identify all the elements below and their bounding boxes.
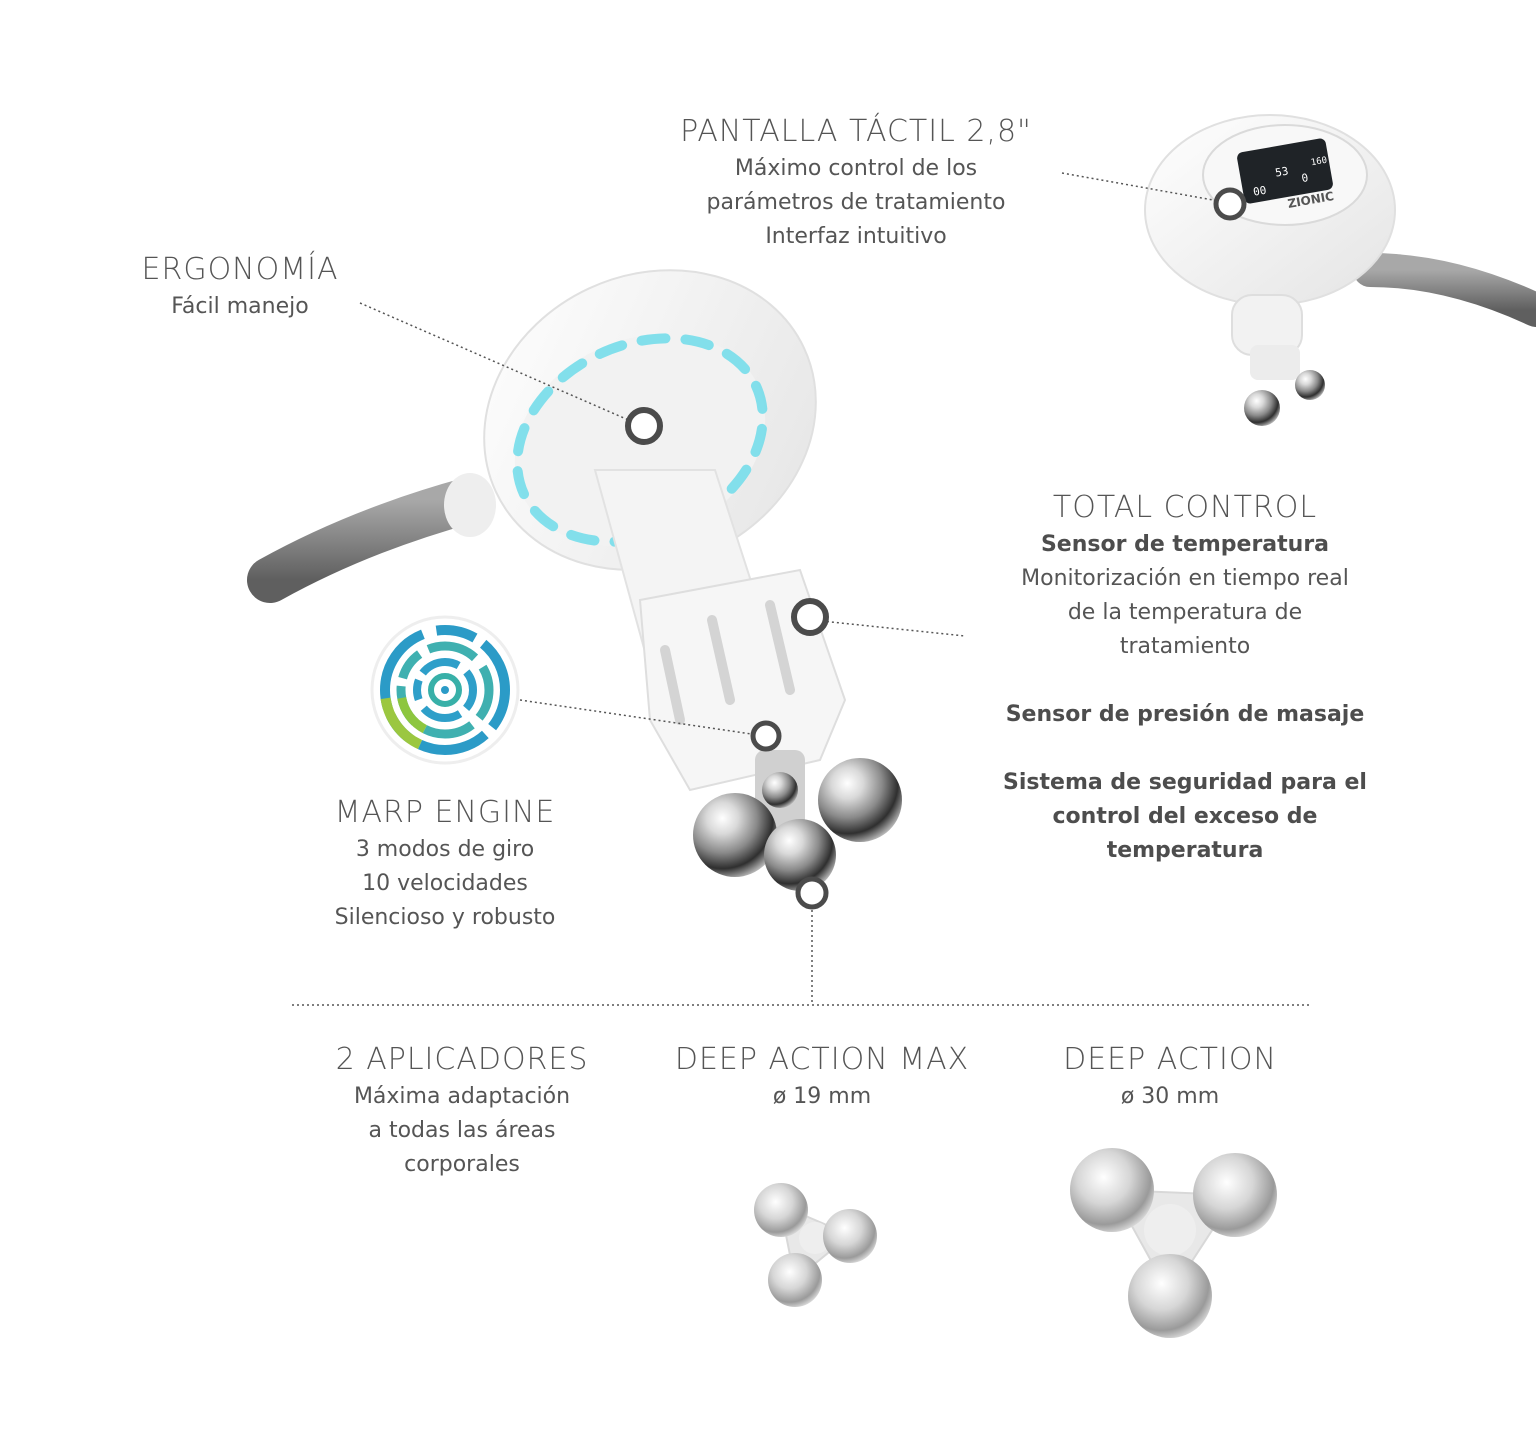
marker-total-control [791,598,829,636]
screen-readout: 53 [1274,165,1289,180]
touch-screen [1237,138,1333,204]
ergonomia-title: ERGONOMÍA [141,252,339,287]
aplicadores-line: a todas las áreas [368,1118,556,1143]
marker-marp [750,720,782,752]
temp-line: Monitorización en tiempo real [1021,566,1349,591]
seguridad-line: Sistema de seguridad para el [1003,770,1367,795]
screen-readout: 0 [1300,171,1309,185]
pantalla-line: Interfaz intuitivo [765,224,947,249]
main-cable [247,477,493,603]
applicator-30mm [1070,1148,1277,1338]
ergonomia-block: ERGONOMÍA Fácil manejo [110,250,370,324]
total-control-title: TOTAL CONTROL [1052,490,1318,525]
seguridad-line: temperatura [1106,838,1264,863]
deep-max-size: ø 19 mm [772,1084,872,1109]
screen-readout: 00 [1252,184,1267,199]
sensor-temp-heading: Sensor de temperatura [1040,532,1330,557]
chrome-ball [693,793,777,877]
marp-line: Silencioso y robusto [334,905,556,930]
deep-block: DEEP ACTION ø 30 mm [1030,1040,1310,1114]
marp-block: MARP ENGINE 3 modos de giro 10 velocidad… [290,793,600,935]
pantalla-block: PANTALLA TÁCTIL 2,8" Máximo control de l… [640,112,1072,254]
temp-line: de la temperatura de [1067,600,1303,625]
pantalla-title: PANTALLA TÁCTIL 2,8" [680,114,1032,149]
ergonomia-line: Fácil manejo [171,294,309,319]
sensor-presion-heading: Sensor de presión de masaje [1005,702,1365,727]
marker-applicators [795,876,829,910]
applicator-19mm [754,1183,877,1307]
callout-markers [625,187,1247,910]
pantalla-line: Máximo control de los [734,156,978,181]
chrome-ball [818,758,902,842]
screen-readout: 160 [1310,156,1328,169]
chrome-ball [764,819,836,891]
marp-line: 3 modos de giro [355,837,535,862]
marp-line: 10 velocidades [362,871,528,896]
pantalla-line: parámetros de tratamiento [706,190,1006,215]
screen-device-cable [1353,253,1536,327]
marp-title: MARP ENGINE [334,795,556,830]
deep-max-block: DEEP ACTION MAX ø 19 mm [652,1040,992,1114]
screen-device: 00 53 0 160 ZIONIC [1144,114,1536,426]
aplicadores-title: 2 APLICADORES [335,1042,589,1077]
aplicadores-line: corporales [404,1152,520,1177]
aplicadores-block: 2 APLICADORES Máxima adaptación a todas … [307,1040,617,1182]
deep-size: ø 30 mm [1120,1084,1220,1109]
deep-title: DEEP ACTION [1063,1042,1277,1077]
marp-engine-logo [370,615,520,765]
marker-ergonomia [625,407,663,445]
main-device [247,269,902,891]
temp-line: tratamiento [1119,634,1251,659]
callout-lines [292,172,1312,1006]
deep-max-title: DEEP ACTION MAX [674,1042,970,1077]
total-control-block: TOTAL CONTROL Sensor de temperatura Moni… [980,488,1390,868]
aplicadores-line: Máxima adaptación [353,1084,571,1109]
seguridad-line: control del exceso de [1052,804,1318,829]
marker-screen [1213,187,1247,221]
